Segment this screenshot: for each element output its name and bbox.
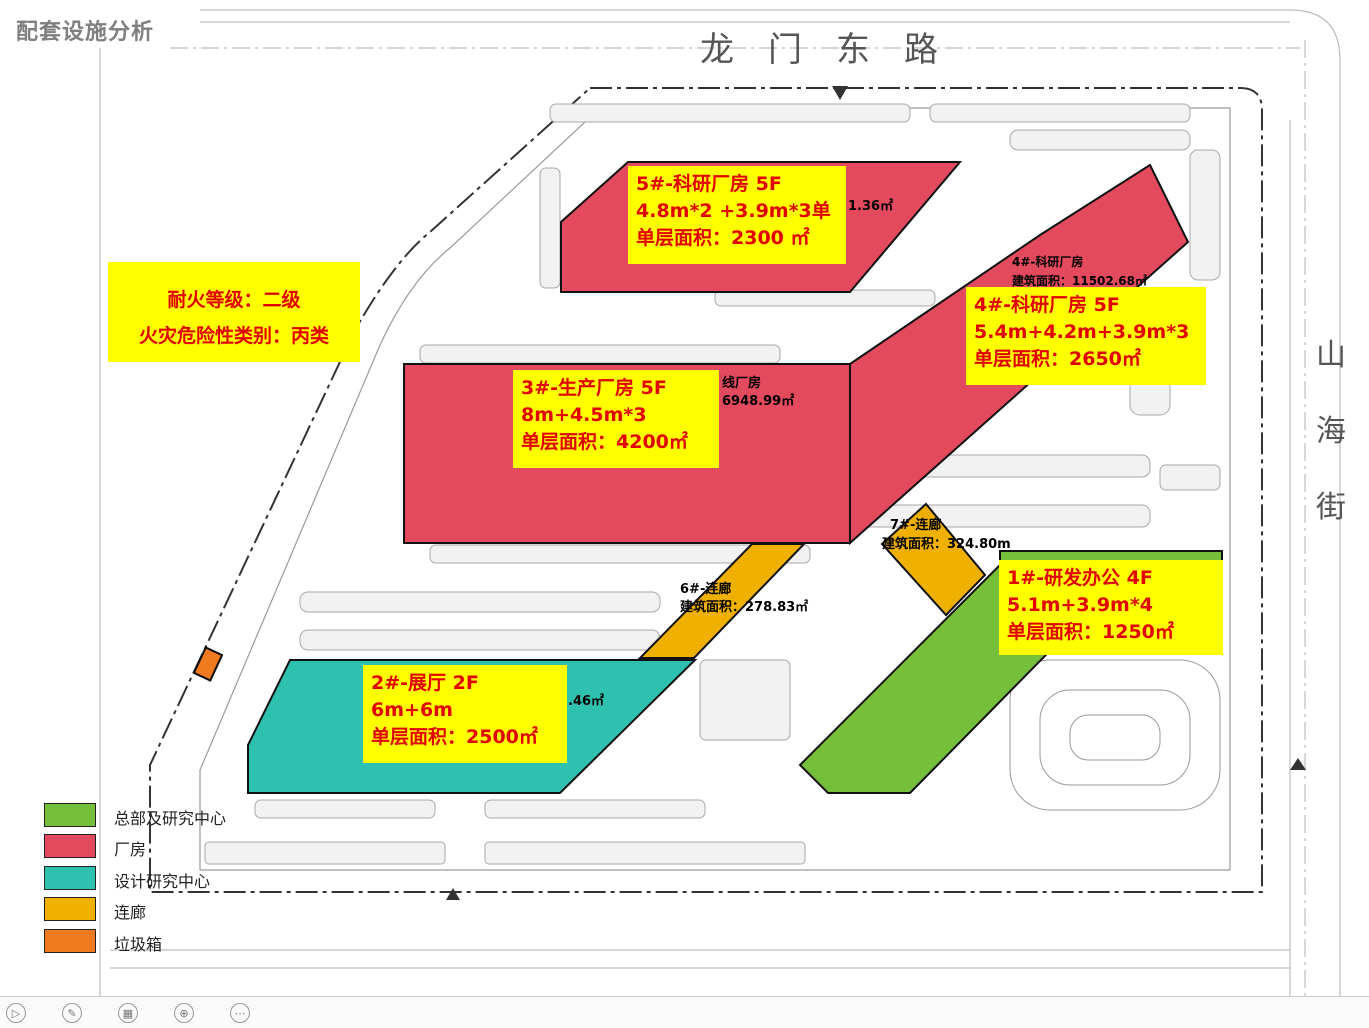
corridor-7-shape bbox=[880, 502, 987, 617]
legend-swatch bbox=[44, 803, 96, 827]
fire-rating-label: 耐火等级：二级 火灾危险性类别：丙类 bbox=[108, 262, 360, 362]
page-title: 配套设施分析 bbox=[16, 20, 155, 45]
legend-swatch bbox=[44, 929, 96, 953]
zoom-icon[interactable]: ⊕ bbox=[174, 1003, 194, 1023]
legend-label: 垃圾箱 bbox=[114, 935, 163, 954]
legend-swatch bbox=[44, 866, 96, 890]
building-3-area: 单层面积：4200㎡ bbox=[521, 431, 688, 453]
road-char: 街 bbox=[1316, 490, 1346, 525]
more-icon[interactable]: ⋯ bbox=[230, 1003, 250, 1023]
road-char: 山 bbox=[1316, 338, 1346, 373]
legend-label: 设计研究中心 bbox=[114, 872, 211, 891]
building-1-callout: 1#-研发办公 4F 5.1m+3.9m*4 单层面积：1250㎡ bbox=[999, 560, 1223, 655]
building-4-plan-area: 建筑面积：11502.68㎡ bbox=[1012, 274, 1148, 288]
building-5-title: 5#-科研厂房 5F bbox=[636, 173, 782, 195]
building-5-callout: 5#-科研厂房 5F 4.8m*2 +3.9m*3单 单层面积：2300 ㎡ bbox=[628, 166, 846, 264]
building-3-callout: 3#-生产厂房 5F 8m+4.5m*3 单层面积：4200㎡ bbox=[513, 370, 719, 468]
road-lines bbox=[99, 9, 1341, 1000]
basement-ramp bbox=[1009, 659, 1221, 811]
building-2-area: 单层面积：2500㎡ bbox=[371, 726, 538, 748]
building-3-plan-name: 线厂房 bbox=[722, 376, 762, 391]
building-3-title: 3#-生产厂房 5F bbox=[521, 377, 667, 399]
road-char: 海 bbox=[1316, 414, 1346, 449]
inner-road bbox=[199, 107, 1231, 871]
slides-icon[interactable]: ▦ bbox=[118, 1003, 138, 1023]
building-5-plan-area: 1.36㎡ bbox=[848, 199, 894, 214]
building-2-plan-area: .46㎡ bbox=[568, 694, 605, 709]
building-3-plan-area: 6948.99㎡ bbox=[722, 394, 795, 409]
corridor-7-name: 7#-连廊 bbox=[890, 518, 942, 533]
fire-rating-line: 耐火等级：二级 bbox=[167, 289, 301, 311]
legend-label: 总部及研究中心 bbox=[114, 809, 227, 828]
building-4-callout: 4#-科研厂房 5F 5.4m+4.2m+3.9m*3 单层面积：2650㎡ bbox=[966, 287, 1206, 385]
corridor-6-name: 6#-连廊 bbox=[680, 582, 732, 597]
play-icon[interactable]: ▷ bbox=[6, 1003, 26, 1023]
building-4-area: 单层面积：2650㎡ bbox=[974, 348, 1141, 370]
building-5-area: 单层面积：2300 ㎡ bbox=[636, 227, 810, 249]
fire-hazard-line: 火灾危险性类别：丙类 bbox=[138, 325, 329, 347]
road-name-right: 山 海 街 bbox=[1316, 318, 1356, 546]
corridor-6-area: 建筑面积：278.83㎡ bbox=[680, 600, 809, 615]
legend-label: 连廊 bbox=[114, 903, 147, 922]
building-2-title: 2#-展厅 2F bbox=[371, 672, 479, 694]
legend-swatch bbox=[44, 834, 96, 858]
trash-bin-shape bbox=[192, 646, 224, 682]
building-4-title: 4#-科研厂房 5F bbox=[974, 294, 1120, 316]
building-3-heights: 8m+4.5m*3 bbox=[521, 404, 647, 426]
legend-label: 厂房 bbox=[114, 840, 147, 859]
building-1-heights: 5.1m+3.9m*4 bbox=[1007, 594, 1153, 616]
legend-swatch bbox=[44, 897, 96, 921]
entrance-marks bbox=[446, 86, 1306, 900]
building-5-heights: 4.8m*2 +3.9m*3单 bbox=[636, 200, 831, 222]
slideshow-toolbar bbox=[0, 996, 1369, 1028]
building-1-title: 1#-研发办公 4F bbox=[1007, 567, 1153, 589]
corridor-7-area: 建筑面积：324.80m bbox=[882, 537, 1011, 552]
building-4-heights: 5.4m+4.2m+3.9m*3 bbox=[974, 321, 1190, 343]
road-name-top: 龙门东路 bbox=[700, 30, 972, 70]
building-1-area: 单层面积：1250㎡ bbox=[1007, 621, 1174, 643]
building-2-heights: 6m+6m bbox=[371, 699, 453, 721]
pen-icon[interactable]: ✎ bbox=[62, 1003, 82, 1023]
corridor-6-shape bbox=[637, 543, 807, 659]
building-2-callout: 2#-展厅 2F 6m+6m 单层面积：2500㎡ bbox=[363, 665, 567, 763]
building-4-plan-name: 4#-科研厂房 bbox=[1012, 255, 1084, 269]
